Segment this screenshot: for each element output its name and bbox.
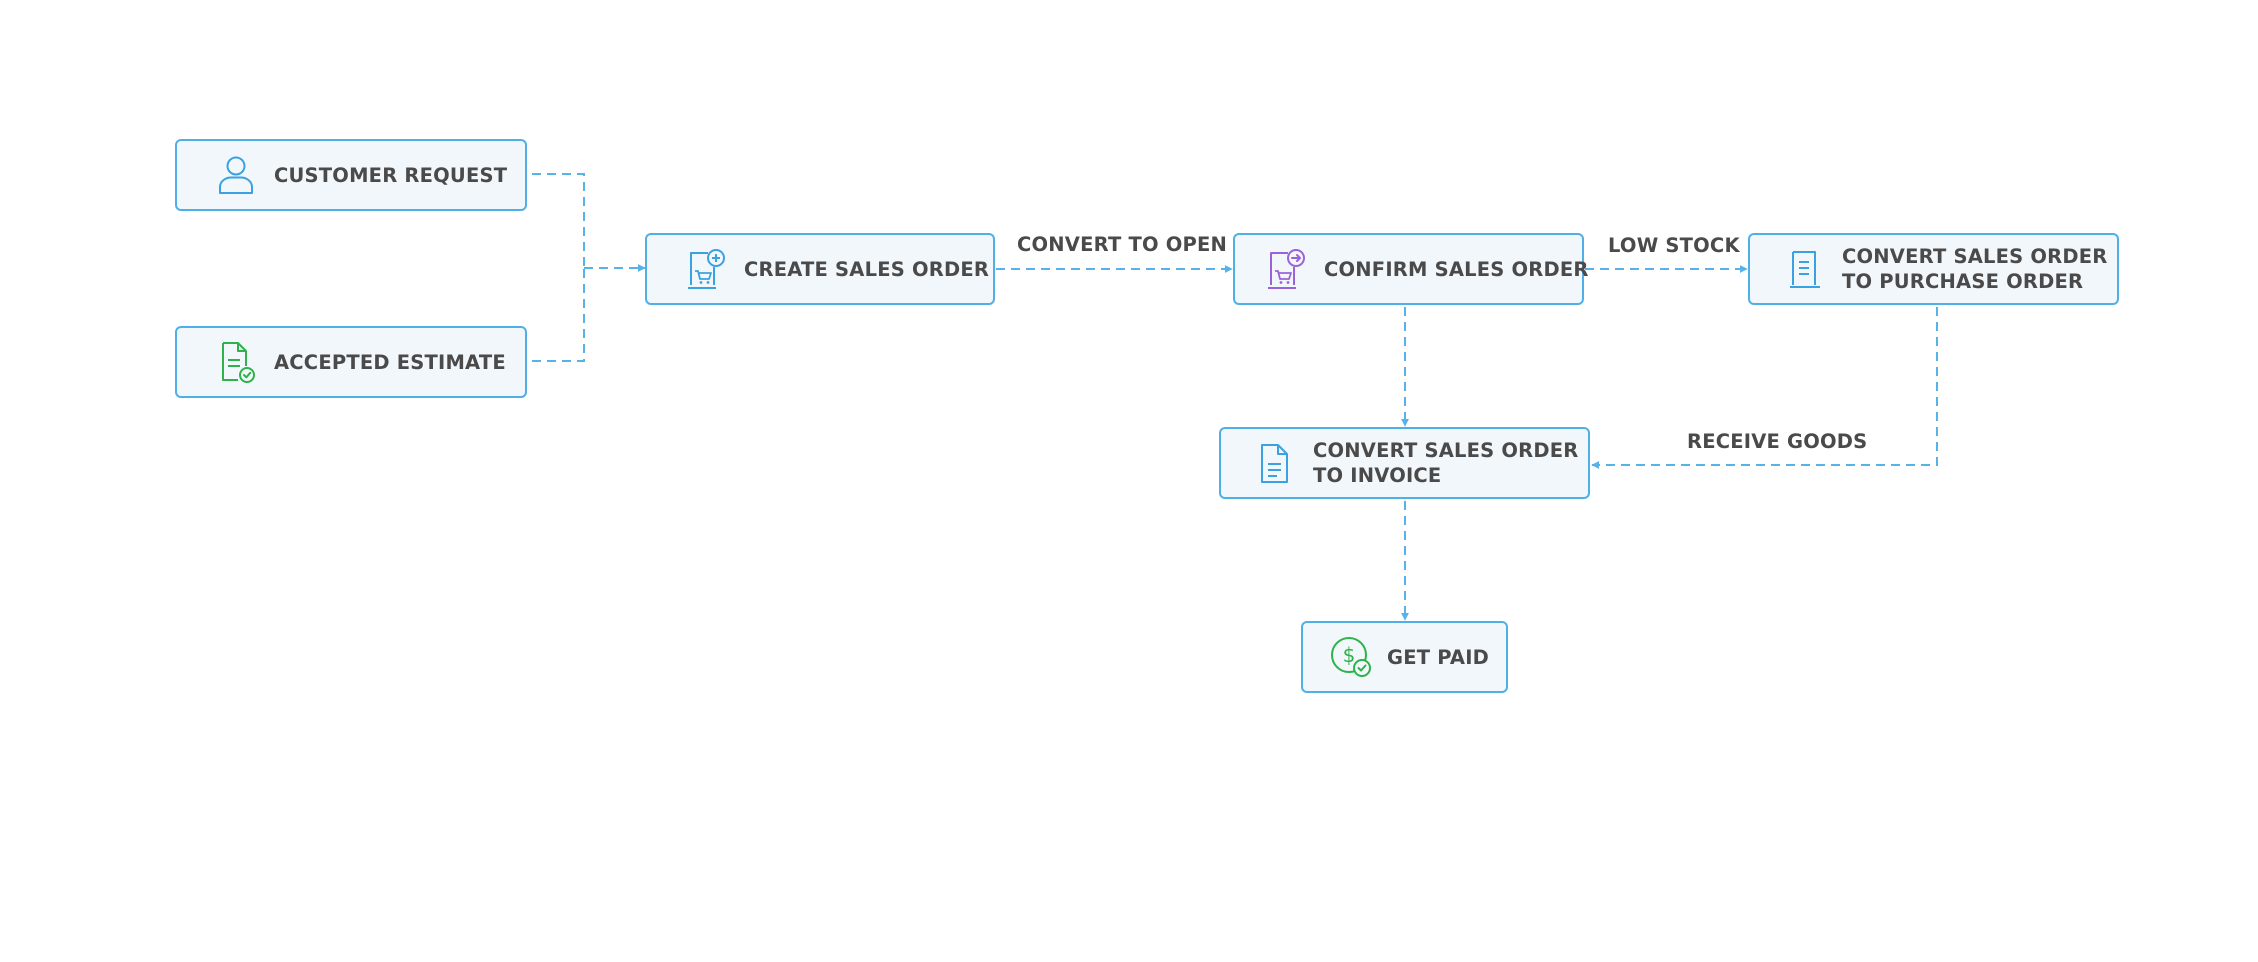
document-check-icon	[214, 340, 258, 384]
cart-plus-icon	[684, 247, 728, 291]
document-icon	[1253, 441, 1297, 485]
user-icon	[214, 153, 258, 197]
node-label-line: CONVERT SALES ORDER	[1313, 439, 1579, 462]
receipt-icon	[1782, 247, 1826, 291]
node-label-line: TO PURCHASE ORDER	[1842, 270, 2084, 293]
node-label: CUSTOMER REQUEST	[274, 163, 508, 187]
node-label: GET PAID	[1387, 645, 1490, 669]
edge-label-receive-goods: RECEIVE GOODS	[1687, 430, 1868, 453]
edge-label-low-stock: LOW STOCK	[1608, 234, 1740, 257]
node-customer-request[interactable]: CUSTOMER REQUEST	[175, 139, 527, 211]
node-confirm-sales-order[interactable]: CONFIRM SALES ORDER	[1233, 233, 1588, 305]
node-convert-to-purchase-order[interactable]: CONVERT SALES ORDER TO PURCHASE ORDER	[1748, 233, 2119, 305]
node-label: CONVERT SALES ORDER TO INVOICE	[1313, 438, 1578, 488]
node-label: ACCEPTED ESTIMATE	[274, 350, 506, 374]
node-label-line: TO INVOICE	[1313, 464, 1442, 487]
dollar-check-icon: $	[1329, 635, 1373, 679]
svg-text:$: $	[1343, 643, 1356, 667]
cart-arrow-icon	[1264, 247, 1308, 291]
node-accepted-estimate[interactable]: ACCEPTED ESTIMATE	[175, 326, 527, 398]
node-label: CONVERT SALES ORDER TO PURCHASE ORDER	[1842, 244, 2107, 294]
node-convert-to-invoice[interactable]: CONVERT SALES ORDER TO INVOICE	[1219, 427, 1590, 499]
connector-receive-goods	[1591, 307, 1938, 469]
node-label: CONFIRM SALES ORDER	[1324, 257, 1589, 281]
node-label-line: CONVERT SALES ORDER	[1842, 245, 2108, 268]
node-create-sales-order[interactable]: CREATE SALES ORDER	[645, 233, 995, 305]
node-get-paid[interactable]: $ GET PAID	[1301, 621, 1508, 693]
connector-customer-request	[532, 173, 585, 268]
edge-label-convert-to-open: CONVERT TO OPEN	[1017, 233, 1228, 256]
node-label: CREATE SALES ORDER	[744, 257, 990, 281]
connector-accepted-estimate	[532, 268, 585, 362]
